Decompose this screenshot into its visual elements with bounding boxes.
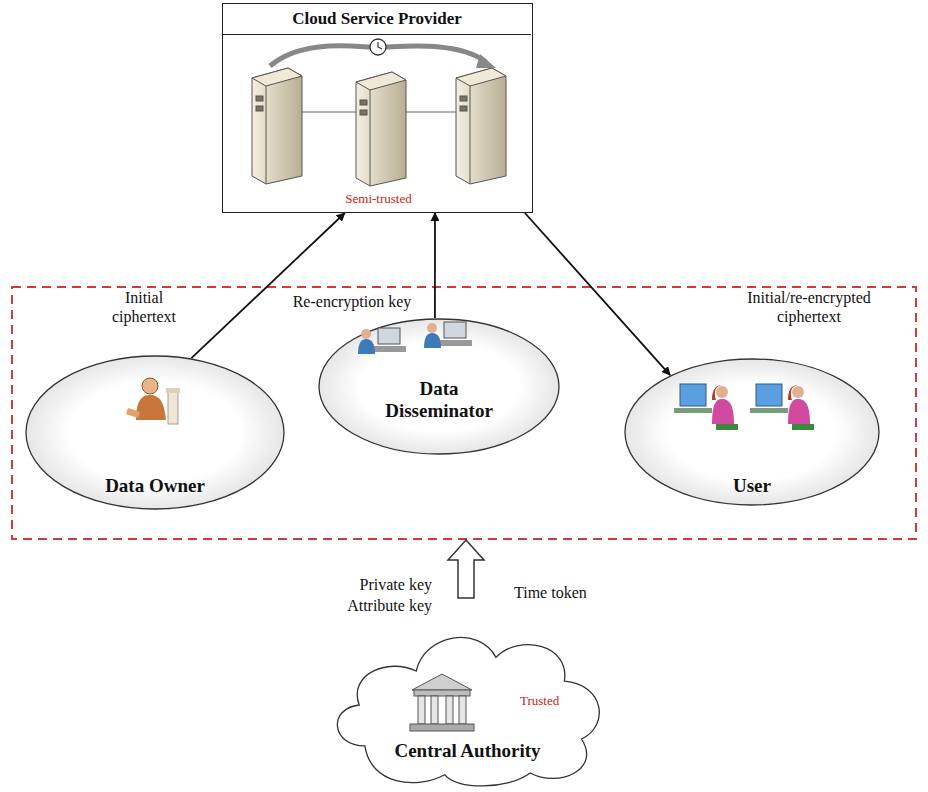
server-icon bbox=[456, 68, 506, 184]
role-name: Data Owner bbox=[25, 475, 285, 497]
server-cluster bbox=[252, 68, 506, 186]
flow-arrow bbox=[434, 213, 436, 318]
trust-note: Semi-trusted bbox=[223, 192, 534, 207]
trust-note: Trusted bbox=[520, 694, 580, 709]
server-icon bbox=[252, 68, 302, 184]
time-cycle bbox=[270, 39, 496, 68]
flow-arrow bbox=[191, 213, 344, 358]
trust-boundary bbox=[12, 287, 916, 539]
authority-cloud: Central Authority Trusted bbox=[325, 620, 610, 790]
ellipse-outline bbox=[319, 319, 559, 454]
ellipse-outline bbox=[26, 356, 284, 509]
flow-arrow bbox=[525, 213, 670, 375]
key-label: Private key bbox=[330, 575, 434, 594]
edge-label: Initial/re-encrypted ciphertext bbox=[712, 288, 906, 326]
role-name: Central Authority bbox=[325, 740, 610, 762]
disseminator-icon bbox=[358, 322, 472, 354]
ellipse-outline bbox=[625, 359, 879, 505]
edge-label: Initial ciphertext bbox=[92, 288, 196, 326]
key-label: Attribute key bbox=[330, 596, 434, 615]
key-delivery-arrow bbox=[448, 540, 484, 598]
edge-label: Re-encryption key bbox=[270, 292, 434, 311]
key-label: Time token bbox=[512, 583, 616, 602]
building-icon bbox=[410, 674, 474, 731]
role-ellipse: User bbox=[624, 358, 880, 506]
role-name: User bbox=[624, 475, 880, 497]
outline bbox=[325, 620, 610, 790]
server-icon bbox=[356, 72, 406, 186]
box-title: Cloud Service Provider bbox=[223, 4, 531, 35]
role-name: Data Disseminator bbox=[369, 378, 509, 422]
owner-icon bbox=[126, 378, 180, 424]
role-ellipse: Data Owner bbox=[25, 355, 285, 510]
cloud-outline bbox=[337, 637, 599, 786]
user-icon bbox=[674, 384, 814, 430]
